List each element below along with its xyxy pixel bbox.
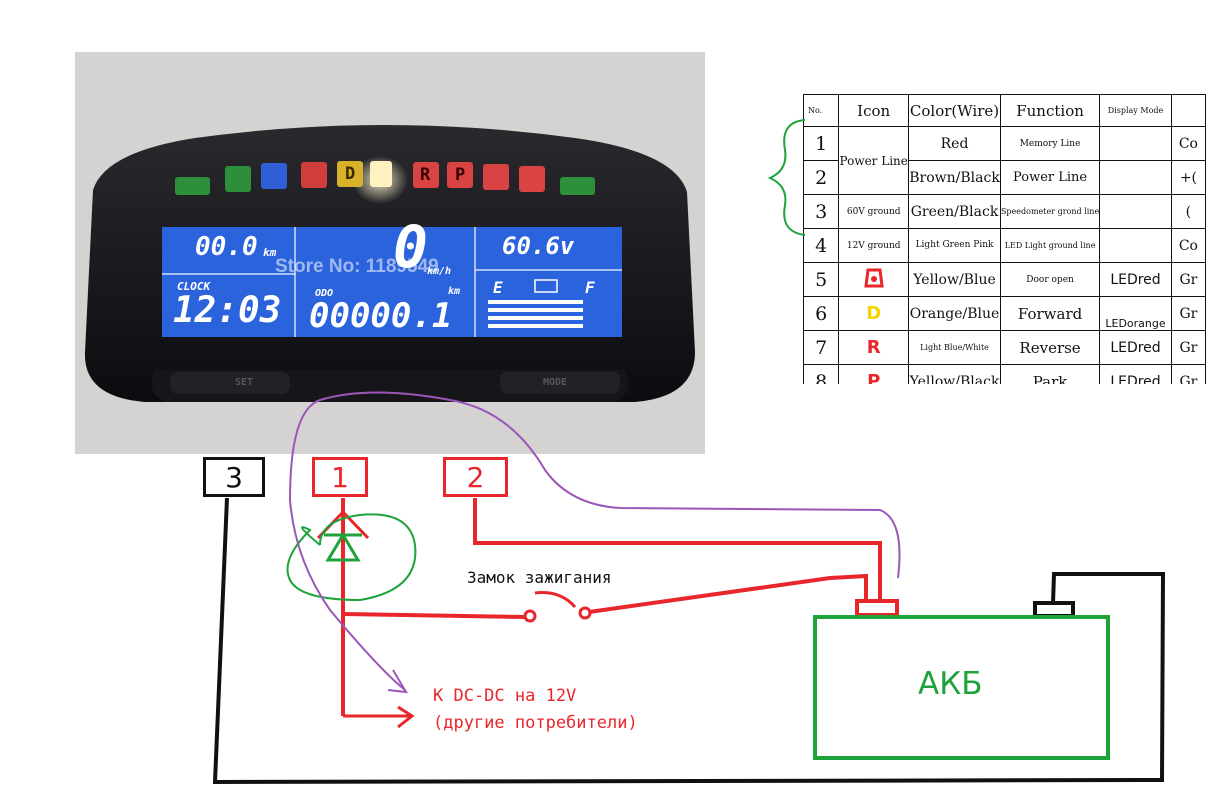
fuel-empty-label: E: [493, 278, 503, 297]
mode-button: [500, 372, 620, 394]
row-display: LEDred: [1099, 262, 1172, 297]
power-rows-brace: [767, 119, 806, 236]
fuel-bar: [488, 300, 583, 328]
row-color: Brown/Black: [908, 160, 1001, 195]
fuel-full-label: F: [585, 278, 595, 297]
row-function: Reverse: [999, 330, 1101, 365]
mode-button-label: MODE: [543, 377, 568, 388]
diode-highlight-circle: [286, 513, 417, 602]
store-watermark: Store No: 1189549: [275, 256, 439, 277]
indicator-p: P: [455, 165, 466, 185]
table-row: 4 12V ground Light Green Pink LED Light …: [803, 228, 1206, 263]
pin-2-label: 2: [443, 457, 508, 497]
row-extra: Gr: [1170, 296, 1206, 331]
row-no: 5: [803, 262, 840, 297]
row-color: Light Green Pink: [908, 228, 1001, 263]
row-no: 2: [803, 160, 840, 195]
pin2-wire: [473, 498, 882, 601]
battery-plus-terminal: [855, 599, 899, 617]
table-row: 8 P Yellow/Black Park LEDred Gr: [803, 364, 1206, 384]
purple-annotation-path: [288, 391, 901, 691]
battery-icon: [534, 279, 558, 293]
battery-box: [813, 615, 1110, 760]
header-no: No.: [803, 94, 840, 127]
odo-label: ODO: [315, 288, 334, 299]
table-row: 5 Yellow/Blue Door open LEDred Gr: [803, 262, 1206, 297]
clock-label: CLOCK: [177, 280, 211, 293]
indicator-r: R: [420, 165, 431, 185]
wiring-spec-table: No. Icon Color(Wire) Function Display Mo…: [803, 94, 1206, 384]
row-color: Green/Black: [908, 194, 1001, 229]
speed-value: 0: [393, 213, 428, 281]
row-icon-forward: D: [838, 296, 910, 331]
battery-minus-terminal: [1033, 601, 1075, 618]
purple-arrow-icon: [387, 669, 408, 694]
table-row: 2 Brown/Black Power Line +(: [803, 160, 1206, 195]
diode-icon: [325, 532, 361, 562]
row-function: Power Line: [999, 160, 1101, 195]
dashboard-photo: D R P 00.0 km 0 km/h 60.6v CLOCK 12:03 O…: [75, 52, 705, 454]
row-extra: Gr: [1170, 330, 1206, 365]
header-color: Color(Wire): [908, 94, 1001, 127]
row-color: Orange/Blue: [908, 296, 1001, 331]
row-no: 7: [803, 330, 840, 365]
battery-label: АКБ: [918, 666, 983, 702]
ignition-switch-label: Замок зажигания: [467, 568, 612, 587]
row-no: 3: [803, 194, 840, 229]
ground-wire: [212, 497, 1166, 785]
table-row: 3 60V ground Green/Black Speedometer gro…: [803, 194, 1206, 229]
set-button: [170, 372, 290, 394]
pin-3-label: 3: [203, 457, 265, 497]
row-extra: (: [1170, 194, 1206, 229]
row-display: [1099, 194, 1172, 229]
dashboard-illustration: [84, 125, 695, 402]
trip-unit: km: [263, 246, 277, 259]
row-extra: Co: [1170, 126, 1206, 161]
indicator-d: D: [345, 164, 356, 184]
dcdc-arrow-icon: [397, 705, 415, 729]
row-function: Park: [999, 364, 1101, 384]
header-display-mode: Display Mode: [1099, 94, 1172, 127]
pin-1-label: 1: [312, 457, 368, 497]
dcdc-label-line1: К DC-DC на 12V: [433, 686, 577, 706]
row-display: [1099, 160, 1172, 195]
row-no: 8: [803, 364, 840, 384]
voltage-value: 60.6v: [502, 232, 575, 260]
row-function: Memory Line: [999, 126, 1101, 161]
trip-value: 00.0: [195, 232, 258, 262]
table-header-row: No. Icon Color(Wire) Function Display Mo…: [803, 94, 1206, 127]
ignition-switch-contact-b: [578, 606, 592, 620]
odo-value: 00000.1: [309, 296, 453, 336]
ignition-switch-lever: [534, 591, 577, 609]
row-color: Red: [908, 126, 1001, 161]
row-icon: Power Line: [838, 126, 910, 195]
header-function: Function: [999, 94, 1101, 127]
row-display: [1099, 126, 1172, 161]
row-color: Yellow/Blue: [908, 262, 1001, 297]
switch-output-wire: [588, 573, 868, 614]
row-extra: +(: [1170, 160, 1206, 195]
indicator-row: [175, 161, 595, 195]
row-extra: Gr: [1170, 364, 1206, 384]
table-row: 1 Power Line Red Memory Line Co: [803, 126, 1206, 195]
clock-value: 12:03: [173, 290, 282, 331]
table-row: 7 R Light Blue/White Reverse LEDred Gr: [803, 330, 1206, 365]
switch-input-wire: [342, 612, 527, 619]
odo-unit: km: [448, 286, 461, 297]
row-display: LEDred: [1099, 330, 1172, 365]
dcdc-label-line2: (другие потребители): [433, 713, 638, 733]
ignition-switch-contact-a: [523, 609, 537, 623]
header-extra: [1170, 94, 1206, 127]
speed-unit: km/h: [427, 266, 452, 277]
set-button-label: SET: [235, 377, 254, 388]
row-color: Light Blue/White: [908, 330, 1001, 365]
row-function: Forward: [999, 296, 1101, 331]
